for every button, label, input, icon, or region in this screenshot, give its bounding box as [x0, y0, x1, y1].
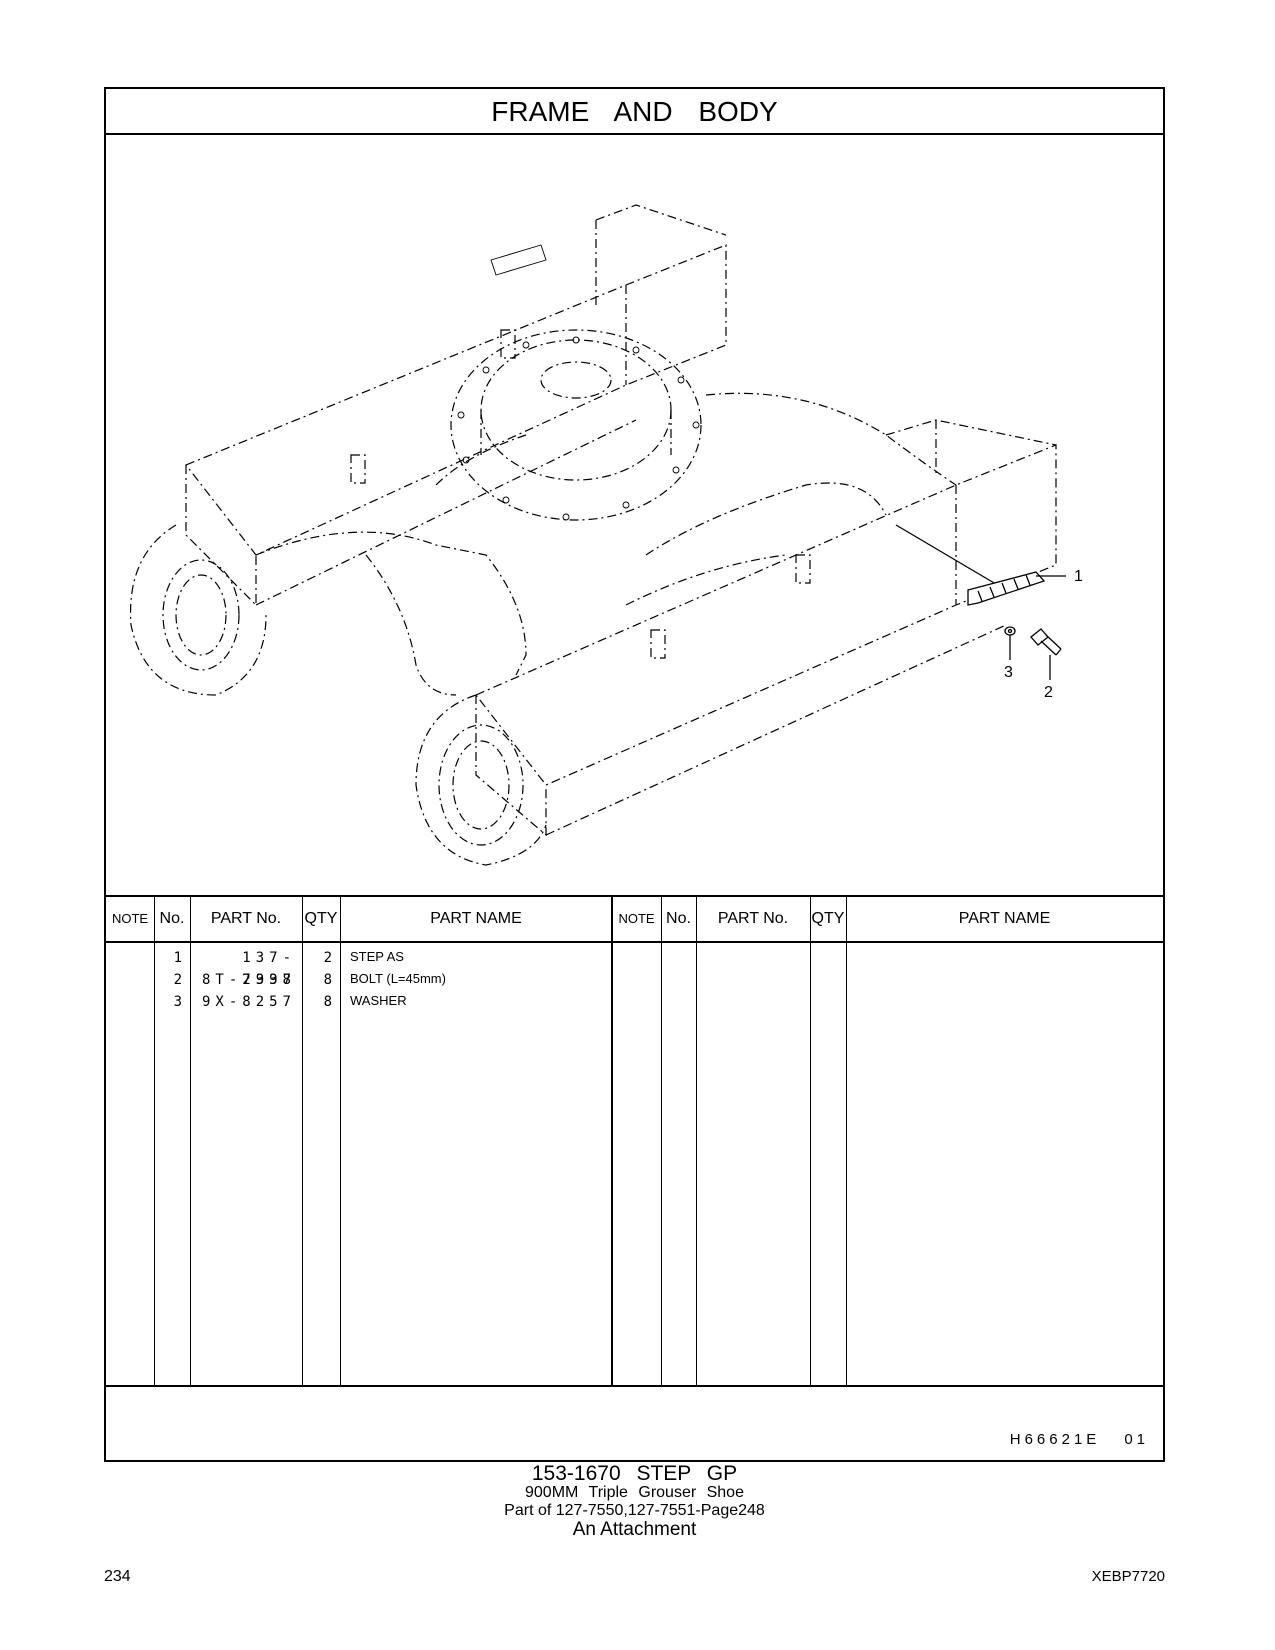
row-2-part-no: 8T-7338	[201, 972, 296, 988]
row-1-qty: 2	[323, 950, 332, 966]
row-3-part-name: WASHER	[350, 993, 407, 1008]
row-1-part-no: 137-2997	[242, 950, 296, 988]
column-divider	[661, 897, 662, 1385]
header-part-no-left: PART No.	[210, 910, 282, 927]
header-qty-right: QTY	[811, 910, 845, 927]
row-1-no: 1	[173, 950, 182, 966]
column-divider	[190, 897, 191, 1385]
parts-list-table: NOTE No. PART No. QTY PART NAME NOTE No.…	[106, 895, 1163, 1387]
header-part-name-left: PART NAME	[430, 910, 522, 927]
column-divider	[340, 897, 341, 1385]
column-divider	[846, 897, 847, 1385]
row-3-qty: 8	[323, 994, 332, 1010]
drawing-code-number: H66621E	[1009, 1431, 1101, 1448]
callout-1: 1	[1074, 568, 1083, 585]
column-divider	[302, 897, 303, 1385]
row-2-no: 2	[173, 972, 182, 988]
header-note-right: NOTE	[618, 911, 655, 926]
header-note-left: NOTE	[111, 911, 149, 926]
group-subtitle: 900MM Triple Grouser Shoe	[525, 1484, 744, 1501]
row-3-part-no: 9X-8257	[201, 994, 296, 1010]
frame-body-illustration: 1 3 2	[129, 204, 1083, 866]
row-1-part-name: STEP AS	[350, 949, 404, 964]
page-title: FRAME AND BODY	[106, 89, 1163, 135]
header-divider	[106, 941, 1163, 943]
group-reference: Part of 127-7550,127-7551-Page248	[504, 1502, 765, 1519]
exploded-parts-drawing: 1 3 2	[106, 135, 1163, 897]
header-qty-left: QTY	[304, 910, 338, 927]
page-number: 234	[104, 1568, 131, 1585]
callout-3: 3	[1004, 664, 1013, 681]
parts-page-frame: FRAME AND BODY	[104, 87, 1165, 1462]
column-divider	[154, 897, 155, 1385]
header-part-name-right: PART NAME	[958, 910, 1051, 927]
header-part-no-right: PART No.	[717, 910, 789, 927]
drawing-code-revision: 01	[1124, 1431, 1149, 1448]
half-divider	[611, 897, 613, 1385]
header-no-right: No.	[666, 910, 691, 927]
row-2-qty: 8	[323, 972, 332, 988]
drawing-code: H66621E 01	[1010, 1431, 1149, 1448]
group-note: An Attachment	[572, 1519, 697, 1540]
column-divider	[810, 897, 811, 1385]
document-id: XEBP7720	[1091, 1568, 1165, 1585]
header-no-left: No.	[159, 910, 185, 927]
callout-2: 2	[1044, 684, 1053, 701]
row-2-part-name: BOLT (L=45mm)	[350, 971, 446, 986]
column-divider	[696, 897, 697, 1385]
group-number-title: 153-1670 STEP GP	[531, 1462, 738, 1485]
row-3-no: 3	[173, 994, 182, 1010]
